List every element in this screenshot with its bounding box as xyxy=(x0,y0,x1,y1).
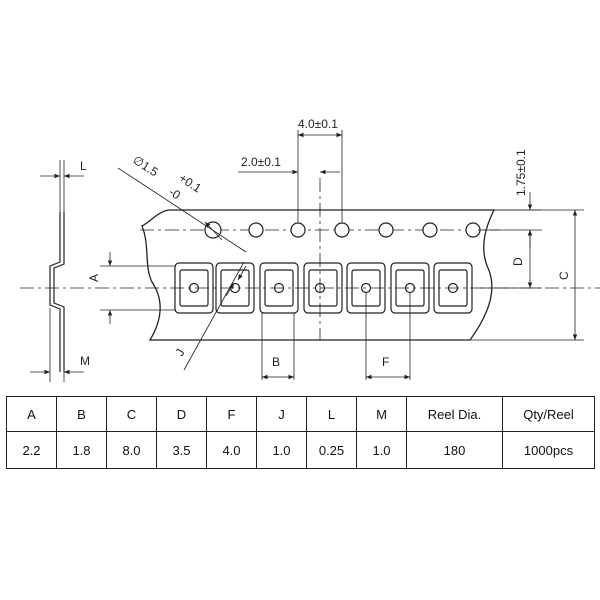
tape-side-profile xyxy=(20,212,600,372)
label-hole-tol-minus: -0 xyxy=(166,185,183,203)
label-L: L xyxy=(80,159,87,173)
spec-table: A B C D F J L M Reel Dia. Qty/Reel 2.2 1… xyxy=(6,396,595,469)
dimension-L xyxy=(40,160,84,212)
dimension-hole-diameter xyxy=(117,167,247,253)
value-B: 1.8 xyxy=(56,431,107,469)
spec-table-value-row: 2.2 1.8 8.0 3.5 4.0 1.0 0.25 1.0 180 100… xyxy=(6,431,595,469)
label-J: J xyxy=(172,346,187,358)
header-B: B xyxy=(56,396,107,432)
dimension-M xyxy=(30,308,84,382)
label-M: M xyxy=(80,354,90,368)
dimension-D xyxy=(480,230,542,289)
sprocket-hole xyxy=(422,222,438,238)
dimension-A xyxy=(100,252,176,324)
dimension-J xyxy=(183,261,247,371)
value-D: 3.5 xyxy=(156,431,207,469)
pocket xyxy=(259,262,299,314)
value-J: 1.0 xyxy=(256,431,307,469)
header-L: L xyxy=(306,396,357,432)
tape-body xyxy=(141,209,496,341)
header-C: C xyxy=(106,396,157,432)
spec-table-header-row: A B C D F J L M Reel Dia. Qty/Reel xyxy=(6,396,595,432)
pocket xyxy=(174,262,214,314)
component-pockets xyxy=(174,262,473,314)
sprocket-hole xyxy=(378,222,394,238)
value-C: 8.0 xyxy=(106,431,157,469)
label-sprocket-pitch: 4.0±0.1 xyxy=(298,117,338,131)
header-M: M xyxy=(356,396,407,432)
sprocket-hole xyxy=(248,222,264,238)
sprocket-hole xyxy=(290,222,306,238)
header-J: J xyxy=(256,396,307,432)
header-F: F xyxy=(206,396,257,432)
pocket xyxy=(433,262,473,314)
label-D: D xyxy=(511,257,525,266)
value-A: 2.2 xyxy=(6,431,57,469)
label-A: A xyxy=(87,274,101,282)
label-B: B xyxy=(272,355,280,369)
dimension-F xyxy=(365,292,411,380)
dimension-C xyxy=(470,209,584,341)
label-half-pitch: 2.0±0.1 xyxy=(241,155,281,169)
tape-dimension-drawing: L M A xyxy=(20,117,600,382)
dimension-B xyxy=(261,313,295,380)
header-A: A xyxy=(6,396,57,432)
value-M: 1.0 xyxy=(356,431,407,469)
header-qty-reel: Qty/Reel xyxy=(502,396,595,432)
dimension-edge-to-hole xyxy=(478,192,542,248)
sprocket-hole xyxy=(334,222,350,238)
value-L: 0.25 xyxy=(306,431,357,469)
header-D: D xyxy=(156,396,207,432)
dimension-sprocket-pitch xyxy=(297,130,343,222)
label-hole-diameter: ∅1.5 xyxy=(130,153,161,180)
header-reel-dia: Reel Dia. xyxy=(406,396,503,432)
label-C: C xyxy=(557,271,571,280)
label-F: F xyxy=(382,355,389,369)
value-F: 4.0 xyxy=(206,431,257,469)
pocket xyxy=(303,262,343,314)
value-reel-dia: 180 xyxy=(406,431,503,469)
value-qty-reel: 1000pcs xyxy=(502,431,595,469)
sprocket-hole xyxy=(465,222,481,238)
label-edge-to-hole: 1.75±0.1 xyxy=(514,149,528,196)
